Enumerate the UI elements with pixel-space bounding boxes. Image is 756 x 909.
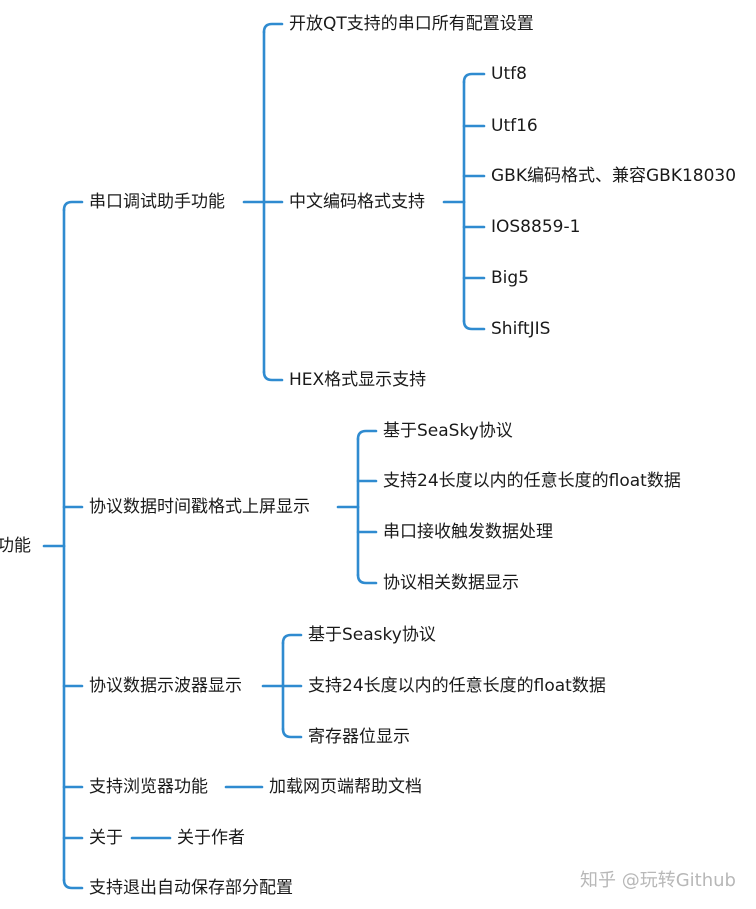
connector-23 bbox=[462, 319, 486, 331]
connector-18 bbox=[462, 72, 486, 84]
branch-protocol-timestamp: 协议数据时间戳格式上屏显示 bbox=[88, 497, 311, 517]
leaf-gbk: GBK编码格式、兼容GBK18030 bbox=[490, 166, 738, 186]
node-serial-trigger: 串口接收触发数据处理 bbox=[382, 522, 554, 542]
leaf-utf16: Utf16 bbox=[490, 116, 539, 136]
connector-8 bbox=[62, 878, 84, 890]
connector-34 bbox=[281, 633, 303, 645]
node-float-data-2: 支持24长度以内的任意长度的float数据 bbox=[307, 676, 607, 696]
branch-autosave-config: 支持退出自动保存部分配置 bbox=[88, 878, 294, 898]
branch-serial-debug-assistant: 串口调试助手功能 bbox=[88, 192, 226, 212]
node-protocol-data-display: 协议相关数据显示 bbox=[382, 573, 520, 593]
branch-oscilloscope: 协议数据示波器显示 bbox=[88, 676, 243, 696]
connector-30 bbox=[356, 573, 378, 585]
node-hex-display: HEX格式显示支持 bbox=[288, 370, 428, 390]
connector-12 bbox=[262, 22, 284, 34]
node-about-author: 关于作者 bbox=[176, 828, 246, 848]
branch-browser: 支持浏览器功能 bbox=[88, 777, 209, 797]
node-float-data: 支持24长度以内的任意长度的float数据 bbox=[382, 471, 682, 491]
watermark: 知乎 @玩转Github bbox=[580, 870, 736, 891]
connector-14 bbox=[262, 370, 284, 382]
node-seasky-protocol: 基于SeaSky协议 bbox=[382, 421, 514, 441]
root-node: 功能 bbox=[0, 536, 32, 556]
leaf-ios8859: IOS8859-1 bbox=[490, 217, 582, 237]
node-seasky-protocol-2: 基于Seasky协议 bbox=[307, 625, 437, 645]
leaf-utf8: Utf8 bbox=[490, 64, 528, 84]
leaf-shiftjis: ShiftJIS bbox=[490, 319, 552, 339]
node-register-bits: 寄存器位显示 bbox=[307, 727, 411, 747]
leaf-big5: Big5 bbox=[490, 268, 530, 288]
connector-27 bbox=[356, 429, 378, 441]
connector-3 bbox=[62, 200, 84, 212]
connector-36 bbox=[281, 727, 303, 739]
branch-about: 关于 bbox=[88, 828, 124, 848]
node-chinese-encoding: 中文编码格式支持 bbox=[288, 192, 426, 212]
node-qt-serial-config: 开放QT支持的串口所有配置设置 bbox=[288, 14, 535, 34]
node-help-docs: 加载网页端帮助文档 bbox=[268, 777, 423, 797]
